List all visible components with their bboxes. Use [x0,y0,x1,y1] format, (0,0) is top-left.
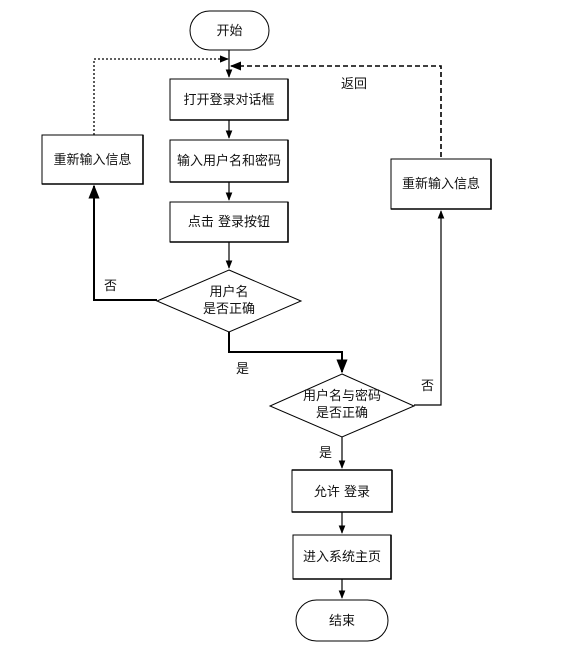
no-label-left: 否 [104,279,117,294]
node-allow-login: 允许 登录 [291,469,393,513]
input-credentials-label: 输入用户名和密码 [177,153,281,169]
connectors [88,50,445,599]
node-end: 结束 [295,599,389,642]
check-username-label-2: 是否正确 [203,302,255,317]
node-click-login: 点击 登录按钮 [169,201,289,243]
allow-login-label: 允许 登录 [314,484,370,500]
edge-check1-no [88,184,157,301]
open-dialog-label: 打开登录对话框 [183,93,274,108]
node-open-dialog: 打开登录对话框 [169,78,289,121]
end-label: 结束 [329,614,355,629]
reenter-left-label: 重新输入信息 [53,152,131,168]
edge-reenter-left-loop [93,55,229,135]
enter-home-label: 进入系统主页 [303,550,381,565]
node-reenter-left: 重新输入信息 [41,134,144,185]
start-terminal [189,10,270,51]
end-terminal [295,599,389,642]
check-both-label-2: 是否正确 [316,406,368,421]
check-username-diamond [155,269,303,333]
edge-check1-yes [228,332,348,374]
check-both-label-1: 用户名与密码 [303,388,381,404]
start-label: 开始 [216,24,242,39]
node-check-both: 用户名与密码 是否正确 [268,373,416,438]
reenter-right-label: 重新输入信息 [402,176,480,192]
yes-label-first: 是 [236,362,249,377]
edge-reenter-right-loop [229,61,442,157]
yes-label-second: 是 [319,446,332,461]
node-enter-home: 进入系统主页 [292,534,392,580]
reenter-right-box [390,158,492,210]
check-both-diamond [268,373,416,438]
edge-check2-no [414,210,445,406]
no-label-right: 否 [421,379,434,394]
click-login-label: 点击 登录按钮 [188,215,270,230]
return-label: 返回 [341,77,367,92]
check-username-label-1: 用户名 [209,284,248,300]
node-input-credentials: 输入用户名和密码 [169,139,289,183]
node-check-username: 用户名 是否正确 [155,269,303,333]
node-start: 开始 [189,10,270,51]
node-reenter-right: 重新输入信息 [390,158,492,210]
